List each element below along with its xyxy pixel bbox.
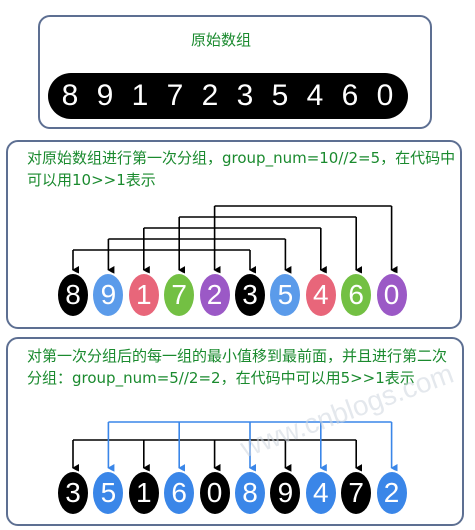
second-group-digit: 7 [339, 470, 374, 516]
original-digit: 9 [96, 79, 114, 112]
first-group-digit: 8 [56, 272, 90, 318]
first-group-digit: 6 [339, 272, 374, 318]
second-group-digit: 8 [233, 470, 267, 516]
second-group-digit: 6 [162, 470, 197, 516]
first-group-digit: 7 [162, 272, 197, 318]
original-digit: 4 [306, 79, 324, 112]
original-digit: 5 [271, 79, 289, 112]
original-array-title: 原始数组 [191, 31, 252, 49]
original-digit: 8 [61, 79, 79, 112]
second-group-digit: 4 [303, 470, 338, 516]
original-digit: 7 [166, 79, 184, 112]
second-group-digit: 2 [374, 470, 409, 516]
second-group-digit: 3 [56, 470, 90, 516]
original-digit: 6 [341, 79, 359, 112]
second-group-digit: 1 [126, 470, 161, 516]
first-group-digit: 9 [91, 272, 126, 318]
second-group-digit: 5 [91, 470, 126, 516]
first-group-digit: 1 [126, 272, 161, 318]
first-group-digit: 3 [233, 272, 267, 318]
first-group-digit: 5 [268, 272, 303, 318]
original-array-row [48, 73, 408, 119]
first-group-digit: 2 [197, 272, 232, 318]
first-group-digit: 4 [303, 272, 338, 318]
original-digit: 2 [201, 79, 219, 112]
second-group-digit: 9 [268, 470, 303, 516]
original-digit: 0 [376, 79, 394, 112]
second-group-digit: 0 [197, 470, 232, 516]
original-digit: 3 [236, 79, 254, 112]
second-grouping-title: 对第一次分组后的每一组的最小值移到最前面，并且进行第二次分组：group_num… [27, 347, 448, 387]
first-grouping-title: 对原始数组进行第一次分组，group_num=10//2=5，在代码中可以用10… [27, 149, 456, 189]
first-group-digit: 0 [374, 272, 409, 318]
original-digit: 1 [131, 79, 149, 112]
